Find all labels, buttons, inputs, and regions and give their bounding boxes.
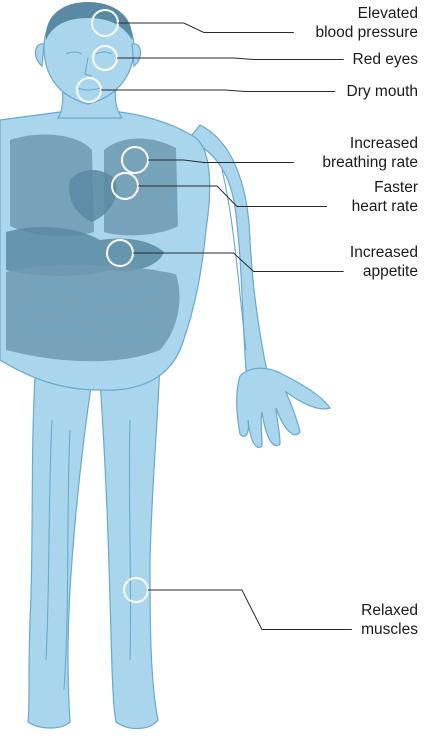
blood-pressure-label-line: blood pressure [315, 23, 418, 42]
left-hand [237, 368, 330, 447]
left-ear [132, 44, 141, 66]
dry-mouth-label: Dry mouth [347, 82, 419, 101]
muscles-label-line: Relaxed [361, 601, 418, 620]
intestines [6, 265, 179, 362]
right-ear [35, 44, 44, 66]
breathing-rate-label-line: Increased [322, 134, 418, 153]
blood-pressure-label-line: Elevated [315, 4, 418, 23]
muscles-label-line: muscles [361, 620, 418, 639]
red-eyes-label: Red eyes [353, 50, 418, 69]
heart-rate-label-line: Faster [352, 178, 418, 197]
muscles-leader-line [148, 590, 352, 630]
dry-mouth-leader-line [101, 90, 335, 92]
dry-mouth-label-line: Dry mouth [347, 82, 419, 101]
breathing-rate-label-line: breathing rate [322, 153, 418, 172]
right-leg [28, 360, 92, 728]
red-eyes-leader-line [117, 58, 344, 60]
body-silhouette [0, 2, 330, 729]
red-eyes-label-line: Red eyes [353, 50, 418, 69]
heart-rate-label-line: heart rate [352, 197, 418, 216]
blood-pressure-leader-line [118, 23, 294, 33]
appetite-label-line: appetite [350, 262, 418, 281]
appetite-label-line: Increased [350, 243, 418, 262]
